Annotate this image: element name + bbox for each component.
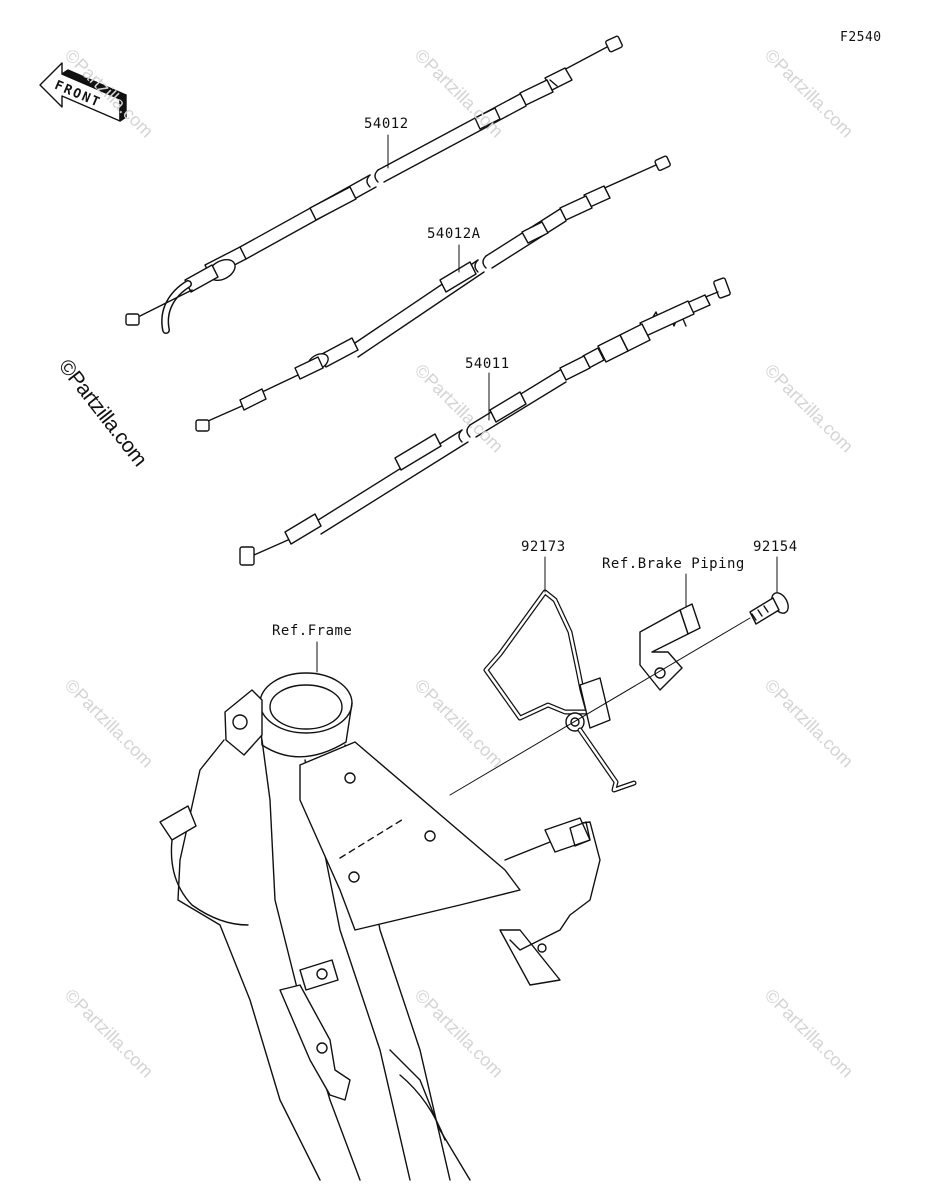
brake-piping-bracket	[639, 603, 701, 691]
front-arrow-icon	[39, 62, 127, 122]
ref-frame-label: Ref.Frame	[272, 623, 353, 639]
bolt-92154[interactable]	[749, 590, 792, 625]
ref-brake-piping-label: Ref.Brake Piping	[602, 556, 745, 572]
part-label-92154[interactable]: 92154	[753, 539, 798, 555]
figure-code: F2540	[840, 30, 882, 45]
part-label-54012a[interactable]: 54012A	[427, 226, 481, 242]
cable-54012a[interactable]	[195, 155, 671, 432]
part-label-54012[interactable]: 54012	[364, 116, 409, 132]
part-label-54011[interactable]: 54011	[465, 356, 510, 372]
frame	[159, 672, 601, 1181]
cable-54012[interactable]	[125, 35, 623, 334]
part-label-92173[interactable]: 92173	[521, 539, 566, 555]
guide-92173[interactable]	[483, 589, 637, 793]
cable-54011[interactable]	[239, 277, 731, 566]
